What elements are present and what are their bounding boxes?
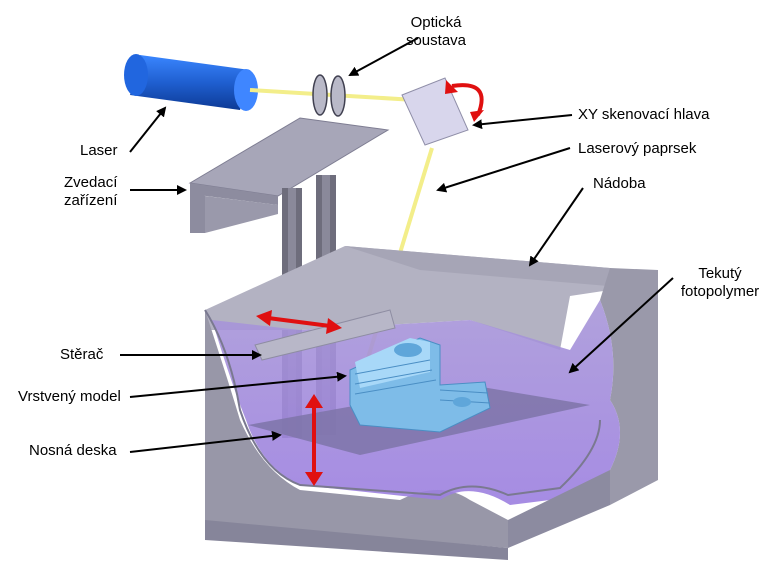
label-laser-beam: Laserový paprsek: [578, 140, 697, 157]
label-laser: Laser: [80, 142, 118, 159]
label-layered-model: Vrstvený model: [18, 388, 121, 405]
label-tank: Nádoba: [593, 175, 646, 192]
label-resin: Tekutý fotopolymer: [680, 265, 760, 300]
xy-scan-head: [401, 77, 469, 146]
scan-rotation-arrow: [451, 83, 484, 116]
laser-body: [124, 54, 258, 111]
layered-model: [349, 337, 491, 433]
label-wiper: Stěrač: [60, 346, 104, 363]
plate-motion-arrow: [305, 394, 323, 486]
optical-lenses: [312, 74, 346, 117]
label-elevator: Zvedací zařízení: [64, 174, 118, 209]
label-support-plate: Nosná deska: [29, 442, 117, 459]
label-xy-head: XY skenovací hlava: [578, 106, 710, 123]
label-opticka-soustava: Optická soustava: [405, 14, 467, 49]
leader-arrows: [120, 37, 674, 453]
wiper-motion-arrow: [256, 310, 342, 334]
